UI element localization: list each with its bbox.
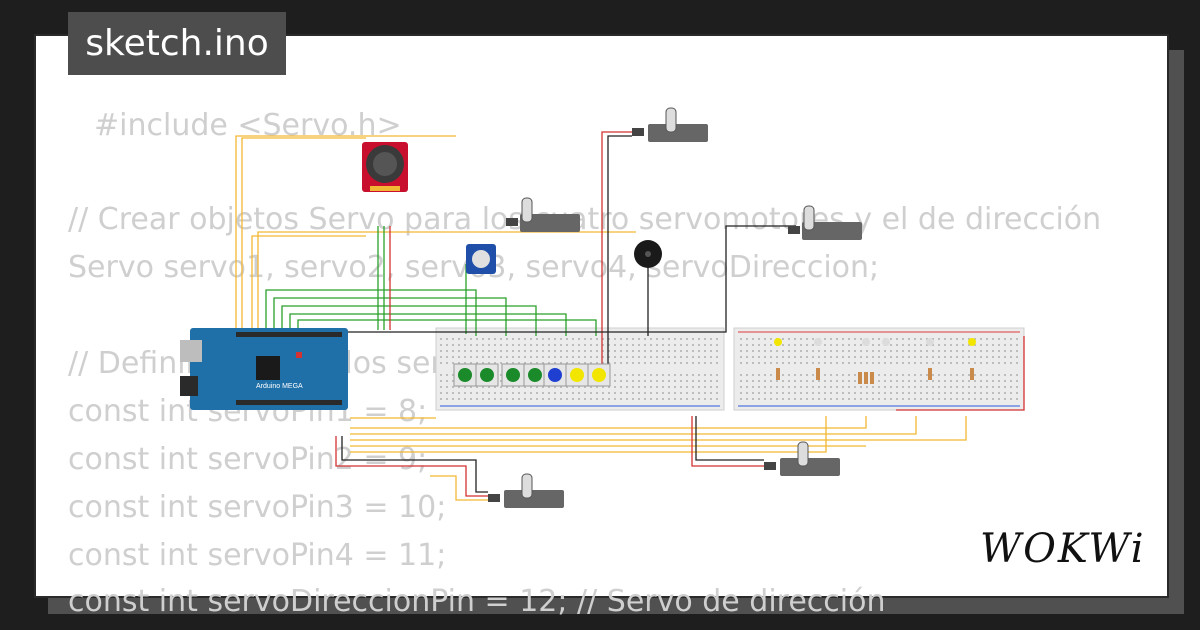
code-line: const int servoPin4 = 11; [68, 538, 447, 573]
circuit-diagram: Arduino MEGA [180, 107, 1025, 508]
potentiometer[interactable] [466, 244, 496, 274]
code-background: #include <Servo.h> // Crear objetos Serv… [36, 36, 1167, 619]
servo-motor[interactable] [764, 441, 840, 476]
wokwi-logo: WOKWi [980, 526, 1146, 572]
servo-motor[interactable] [788, 205, 862, 240]
push-buttons[interactable] [453, 363, 611, 387]
code-line: // Crear objetos Servo para los cuatro s… [68, 202, 1102, 237]
board-label: Arduino MEGA [256, 383, 303, 390]
led-row [774, 338, 976, 384]
joystick-module[interactable] [362, 142, 408, 192]
buzzer[interactable] [634, 240, 662, 268]
code-line: const int servoDireccionPin = 12; // Ser… [68, 584, 886, 619]
code-line: const int servoPin3 = 10; [68, 490, 447, 525]
servo-motor[interactable] [506, 197, 580, 232]
project-title: sketch.ino [68, 12, 286, 75]
code-line: #include <Servo.h> [94, 108, 402, 143]
code-line: Servo servo1, servo2, servo3, servo4, se… [68, 250, 880, 285]
arduino-mega-board[interactable]: Arduino MEGA [180, 328, 348, 410]
preview-card[interactable]: #include <Servo.h> // Crear objetos Serv… [34, 34, 1169, 619]
servo-motor[interactable] [632, 107, 708, 142]
servo-motor[interactable] [488, 473, 564, 508]
wires [235, 131, 1025, 501]
